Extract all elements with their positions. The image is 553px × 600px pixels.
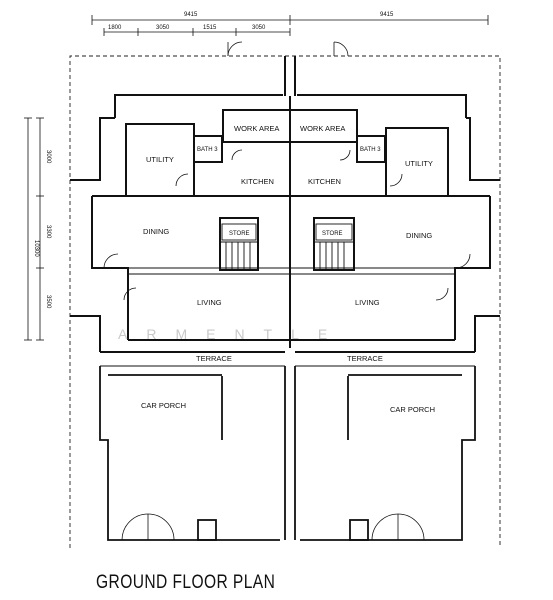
dim-top-seg-4: 3050 [252, 25, 266, 31]
dim-top-seg-1: 1800 [108, 25, 122, 31]
interior-lines [92, 223, 490, 367]
left-dimensions [24, 117, 44, 341]
left-store-label: STORE [229, 231, 250, 237]
dim-top-left-total: 9415 [184, 12, 198, 18]
right-terrace-label: TERRACE [347, 354, 383, 363]
right-store-label: STORE [322, 231, 343, 237]
right-kitchen-label: KITCHEN [308, 177, 341, 186]
left-bath-label: BATH 3 [197, 147, 218, 153]
dim-left-seg-2: 3300 [45, 225, 51, 239]
left-terrace-label: TERRACE [196, 354, 232, 363]
watermark: ARMENTLE [118, 326, 347, 342]
dim-top-seg-2: 3050 [156, 25, 170, 31]
right-car-porch-label: CAR PORCH [390, 405, 435, 414]
car-porch-structure [99, 366, 476, 541]
right-bath-label: BATH 3 [360, 147, 381, 153]
building-walls [70, 56, 500, 353]
dim-left-seg-3: 3500 [45, 295, 51, 309]
left-utility-label: UTILITY [146, 155, 174, 164]
left-living-label: LIVING [197, 298, 222, 307]
right-work-area-label: WORK AREA [300, 124, 345, 133]
dim-top-right-total: 9415 [380, 12, 394, 18]
dim-left-seg-1: 3000 [45, 150, 51, 164]
left-kitchen-label: KITCHEN [241, 177, 274, 186]
top-dimensions [91, 15, 489, 36]
left-car-porch-label: CAR PORCH [141, 401, 186, 410]
plan-title: GROUND FLOOR PLAN [96, 572, 276, 593]
left-work-area-label: WORK AREA [234, 124, 279, 133]
door-swings [103, 41, 471, 541]
right-utility-label: UTILITY [405, 159, 433, 168]
right-living-label: LIVING [355, 298, 380, 307]
dim-left-total: 10300 [33, 240, 39, 257]
dim-top-seg-3: 1515 [203, 25, 217, 31]
left-dining-label: DINING [143, 227, 169, 236]
right-dining-label: DINING [406, 231, 432, 240]
